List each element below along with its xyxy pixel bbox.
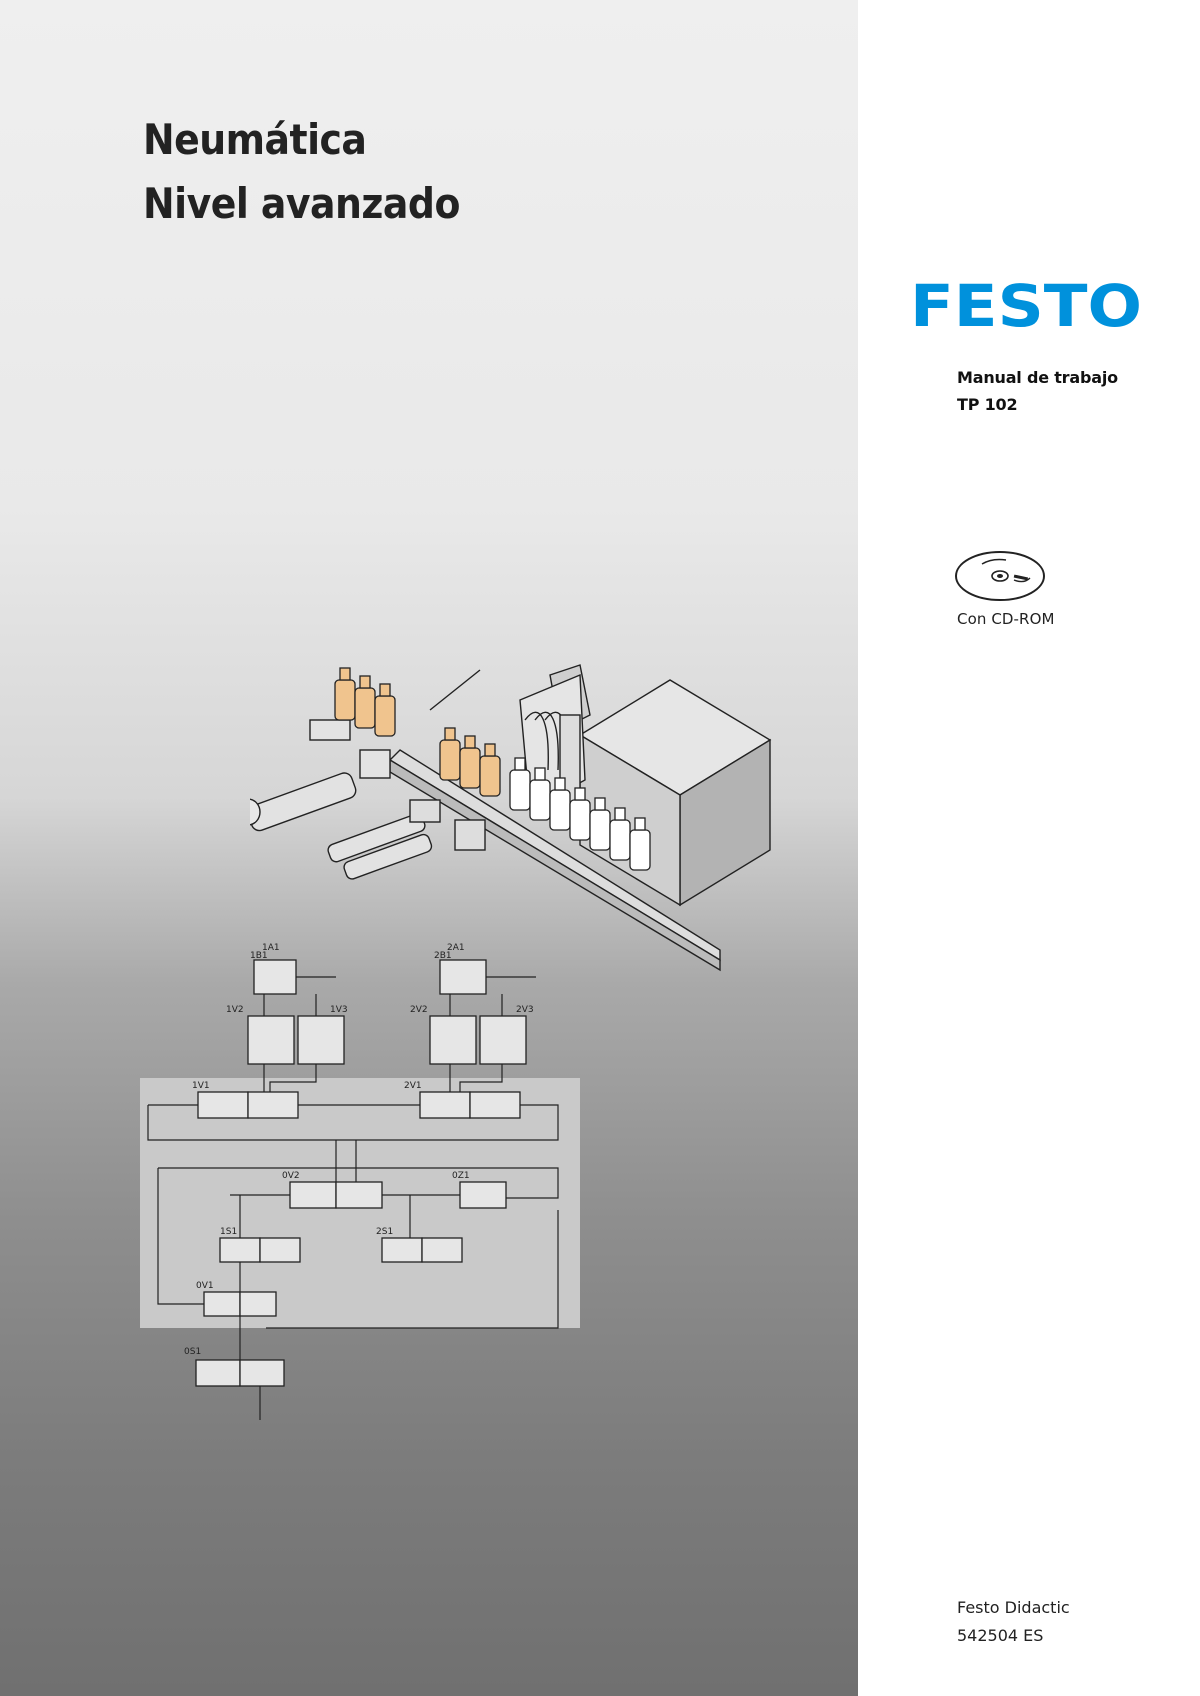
cd-label: Con CD-ROM bbox=[957, 610, 1055, 628]
manual-info: Manual de trabajo TP 102 bbox=[957, 364, 1118, 418]
label-2s1: 2S1 bbox=[376, 1227, 393, 1237]
manual-type: Manual de trabajo bbox=[957, 368, 1118, 387]
title-line-2: Nivel avanzado bbox=[143, 179, 460, 228]
label-0v1: 0V1 bbox=[196, 1281, 214, 1291]
label-0v2: 0V2 bbox=[282, 1171, 300, 1181]
label-0s1: 0S1 bbox=[184, 1347, 201, 1357]
pneumatic-schematic: 1A1 2A1 1B1 2B1 1V2 1V3 2V2 2V3 1V1 2V1 … bbox=[140, 943, 580, 1420]
label-2v1: 2V1 bbox=[404, 1081, 422, 1091]
cover-right-panel bbox=[858, 0, 1200, 1696]
label-2v3: 2V3 bbox=[516, 1005, 534, 1015]
label-1v2: 1V2 bbox=[226, 1005, 244, 1015]
festo-logo: FESTO bbox=[910, 280, 1142, 330]
cd-rom-icon bbox=[955, 551, 1045, 601]
cylinder-2a1 bbox=[439, 959, 487, 995]
label-1b1: 1B1 bbox=[250, 951, 268, 961]
label-1a1: 1A1 bbox=[262, 943, 280, 953]
manual-code: TP 102 bbox=[957, 395, 1018, 414]
page-title: Neumática Nivel avanzado bbox=[143, 108, 460, 236]
label-1s1: 1S1 bbox=[220, 1227, 237, 1237]
label-2b1: 2B1 bbox=[434, 951, 452, 961]
festo-logo-text: FESTO bbox=[910, 280, 1142, 330]
publisher-name: Festo Didactic bbox=[957, 1598, 1070, 1617]
title-line-1: Neumática bbox=[143, 115, 367, 164]
label-1v3: 1V3 bbox=[330, 1005, 348, 1015]
cylinder-1a1 bbox=[253, 959, 297, 995]
label-1v1: 1V1 bbox=[192, 1081, 210, 1091]
label-0z1: 0Z1 bbox=[452, 1171, 470, 1181]
label-2v2: 2V2 bbox=[410, 1005, 428, 1015]
label-2a1: 2A1 bbox=[447, 943, 465, 953]
bottling-machine-illustration bbox=[250, 664, 772, 972]
order-number: 542504 ES bbox=[957, 1626, 1044, 1645]
publisher-info: Festo Didactic 542504 ES bbox=[957, 1594, 1070, 1650]
